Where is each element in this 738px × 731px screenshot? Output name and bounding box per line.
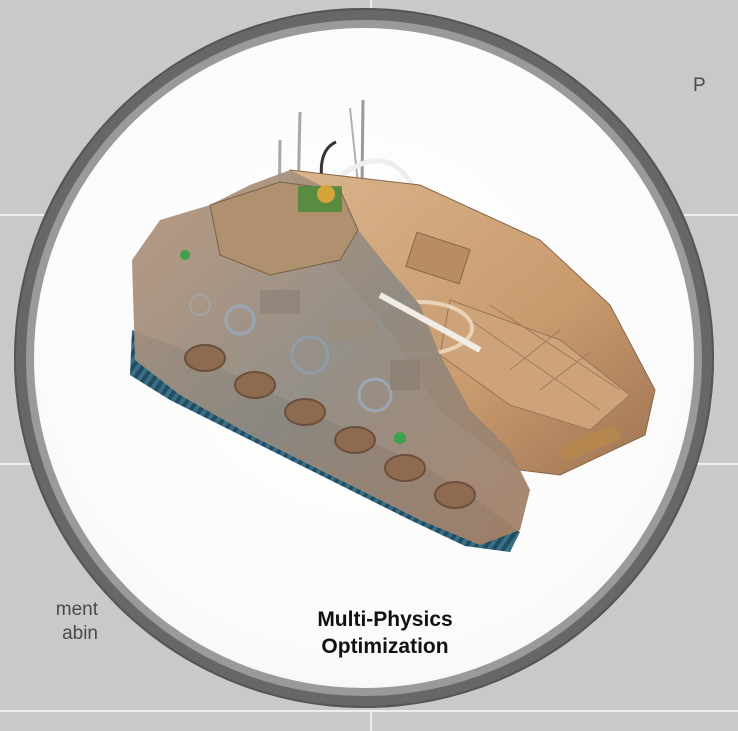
- right-edge-label: P: [693, 75, 706, 96]
- left-edge-label-line2: abin: [62, 623, 98, 644]
- grid-line-vertical-top: [370, 0, 372, 14]
- left-edge-label: ment abin: [56, 598, 98, 646]
- disc-caption-line1: Multi-Physics: [317, 608, 453, 631]
- rear-bumper: [559, 424, 621, 462]
- grid-line-vertical-bottom: [370, 712, 372, 731]
- grid-line-horizontal-3: [0, 710, 738, 712]
- armored-vehicle-cutaway-image: [130, 99, 656, 552]
- antenna-4: [349, 107, 359, 185]
- left-edge-label-line1: ment: [55, 599, 98, 620]
- turret-hatch: [317, 185, 335, 203]
- disc-caption: Multi-Physics Optimization: [240, 606, 530, 660]
- antenna-1: [360, 99, 365, 186]
- disc-caption-line2: Optimization: [321, 635, 449, 658]
- rear-hatch: [405, 231, 471, 285]
- cutaway-front: [132, 170, 530, 545]
- road-wheels: [184, 344, 476, 509]
